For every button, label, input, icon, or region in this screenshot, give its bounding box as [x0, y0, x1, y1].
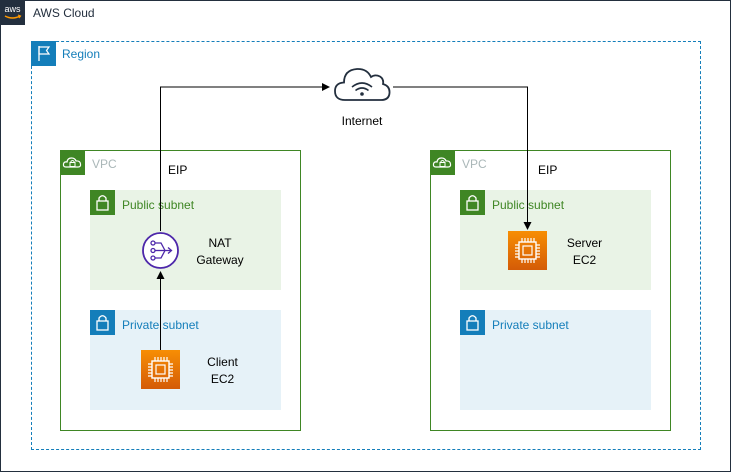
vpc-right-group	[430, 150, 671, 431]
client-ec2-label-line2: EC2	[210, 372, 235, 386]
cloud-lock-icon	[60, 150, 85, 175]
left-public-subnet	[90, 190, 281, 290]
left-private-subnet	[90, 310, 281, 410]
vpc-left-title: VPC	[92, 157, 117, 171]
server-ec2-label-line1: Server	[566, 236, 603, 250]
padlock-icon	[460, 310, 485, 335]
vpc-right-title: VPC	[462, 157, 487, 171]
right-private-subnet	[460, 310, 651, 410]
right-private-subnet-title: Private subnet	[492, 318, 569, 332]
aws-logo-text: aws	[4, 4, 21, 14]
client-ec2-label-line1: Client	[207, 355, 238, 369]
aws-logo-icon: aws	[0, 0, 25, 25]
client-ec2-label: Client EC2	[195, 354, 250, 388]
ec2-chip-icon	[508, 231, 547, 270]
server-ec2-label: Server EC2	[557, 235, 612, 269]
vpc-left-group	[60, 150, 301, 431]
padlock-icon	[460, 190, 485, 215]
padlock-icon	[90, 190, 115, 215]
vpc-right-eip-label: EIP	[538, 163, 558, 177]
nat-gateway-label-line2: Gateway	[196, 253, 244, 267]
right-public-subnet	[460, 190, 651, 290]
nat-to-internet-arrow	[160, 83, 330, 231]
region-title: Region	[62, 47, 101, 61]
right-public-subnet-title: Public subnet	[492, 198, 565, 212]
cloud-lock-icon	[430, 150, 455, 175]
internet-to-server-arrow	[393, 86, 532, 230]
internet-cloud-icon	[331, 62, 393, 104]
left-public-subnet-title: Public subnet	[122, 198, 195, 212]
flag-icon	[31, 41, 56, 66]
padlock-icon	[90, 310, 115, 335]
ec2-chip-icon	[141, 350, 180, 389]
internet-label: Internet	[341, 114, 383, 128]
vpc-left-eip-label: EIP	[168, 163, 188, 177]
aws-cloud-title: AWS Cloud	[33, 6, 95, 20]
region-group	[31, 41, 701, 450]
server-ec2-label-line2: EC2	[572, 253, 597, 267]
nat-gateway-label-line1: NAT	[208, 236, 232, 250]
nat-gateway-label: NAT Gateway	[190, 235, 250, 269]
nat-gateway-icon	[141, 231, 180, 270]
